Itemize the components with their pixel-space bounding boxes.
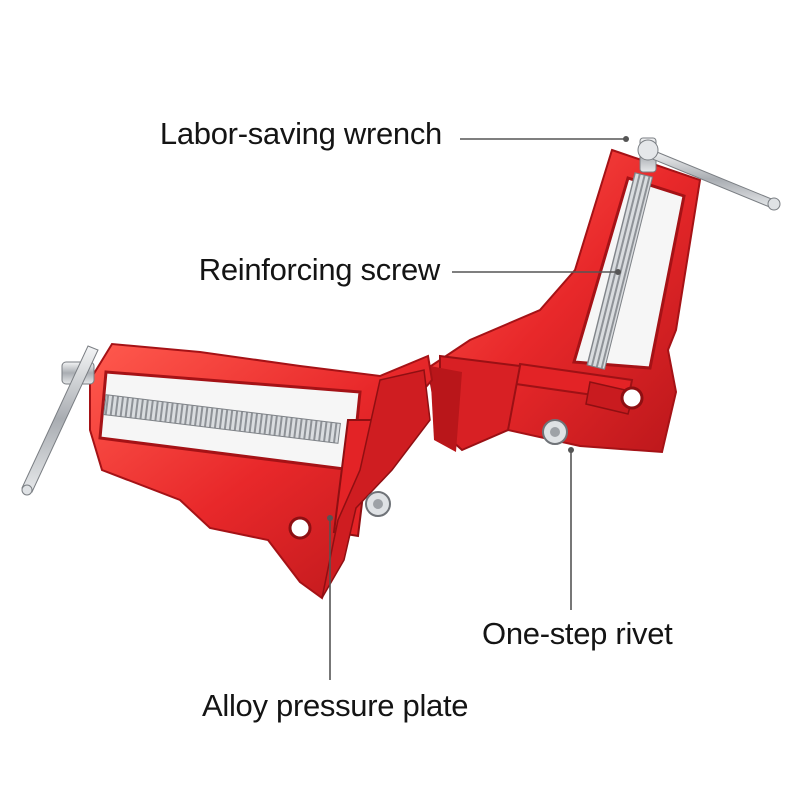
left-inner-jaw bbox=[321, 369, 431, 599]
left-handle bbox=[21, 345, 99, 496]
right-pressure-foot bbox=[585, 381, 635, 415]
callout-one-step-rivet: One-step rivet bbox=[482, 616, 673, 651]
callout-alloy-pressure-plate: Alloy pressure plate bbox=[202, 688, 469, 723]
labor-saving-wrench bbox=[637, 137, 781, 211]
right-mount-hole bbox=[620, 386, 644, 410]
right-jaw-face bbox=[430, 366, 462, 452]
callout-labor-saving-wrench: Labor-saving wrench bbox=[159, 116, 442, 151]
leader-lines bbox=[329, 138, 626, 680]
left-mount-hole bbox=[288, 516, 312, 540]
one-step-rivet bbox=[542, 419, 568, 445]
callout-reinforcing-screw: Reinforcing screw bbox=[198, 252, 441, 287]
right-arm bbox=[426, 137, 781, 454]
leader-dots bbox=[327, 136, 629, 521]
left-rivet bbox=[365, 491, 391, 517]
left-arm bbox=[21, 342, 434, 600]
left-screw bbox=[103, 394, 341, 444]
